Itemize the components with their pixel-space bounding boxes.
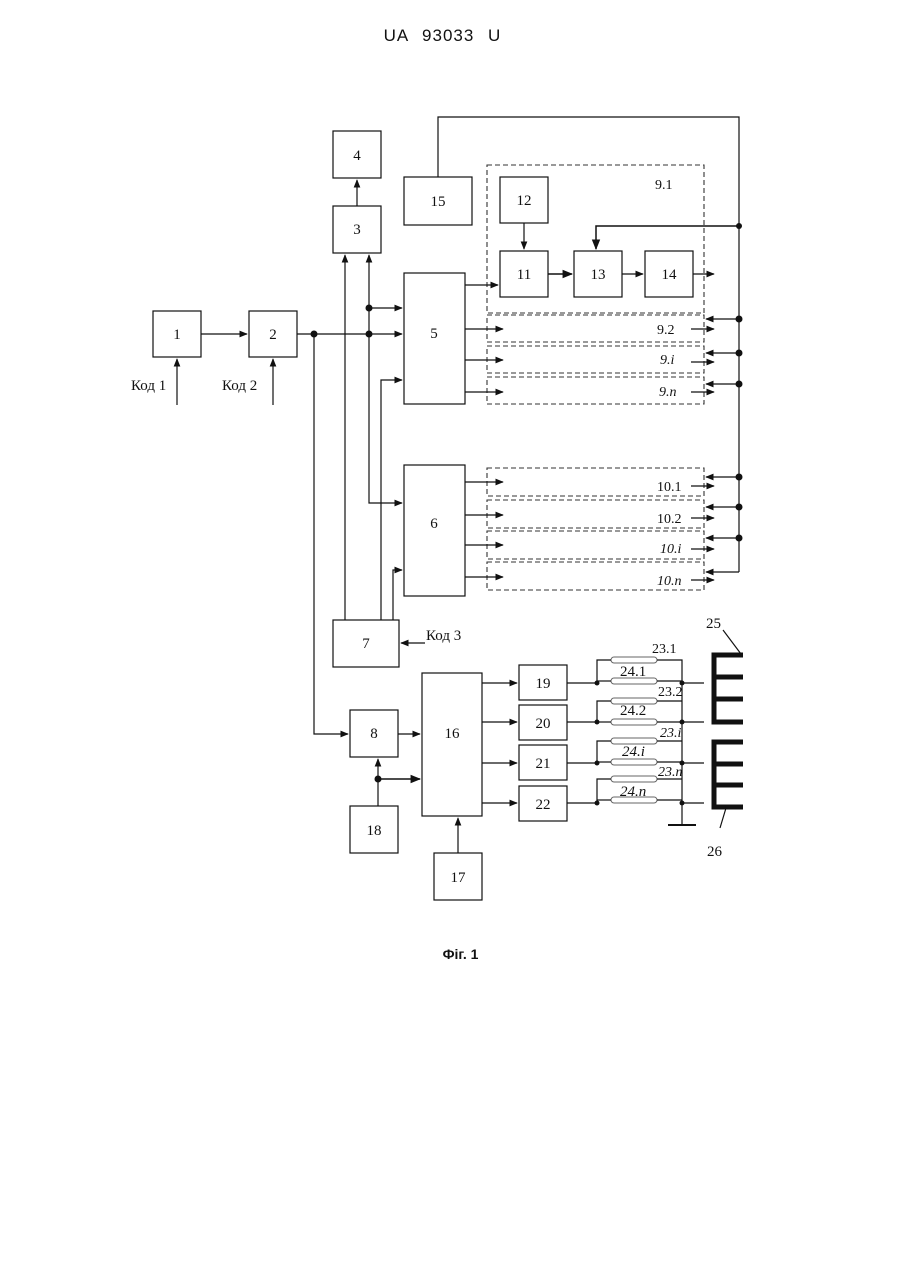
svg-text:10.i: 10.i (660, 542, 682, 557)
svg-text:6: 6 (430, 516, 438, 532)
svg-text:3: 3 (353, 222, 361, 238)
code-1-label: Код 1 (131, 378, 166, 394)
group-10-n: 10.n (487, 562, 704, 590)
svg-text:22: 22 (536, 797, 551, 813)
svg-text:24.1: 24.1 (620, 664, 646, 680)
block-5: 5 (404, 273, 465, 404)
svg-text:23.2: 23.2 (658, 685, 683, 700)
block-19: 19 (519, 665, 567, 700)
block-11: 11 (500, 251, 548, 297)
svg-text:9.1: 9.1 (655, 178, 673, 193)
block-1: 1 (153, 311, 201, 357)
svg-text:23.i: 23.i (660, 726, 682, 741)
block-3: 3 (333, 206, 381, 253)
block-14: 14 (645, 251, 693, 297)
figure-caption: Фіг. 1 (0, 946, 901, 962)
group-10-i: 10.i (487, 531, 704, 559)
coil-network: 23.1 24.1 23.2 24.2 23.i 24.i 23.n 24.n (567, 642, 704, 825)
block-2: 2 (249, 311, 297, 357)
svg-text:15: 15 (431, 194, 446, 210)
svg-text:23.1: 23.1 (652, 642, 677, 657)
group-10-1: 10.1 (487, 468, 704, 496)
svg-text:9.n: 9.n (659, 385, 677, 400)
block-13: 13 (574, 251, 622, 297)
electrode-26: 26 (707, 742, 743, 860)
group-9-n: 9.n (487, 377, 704, 404)
svg-text:7: 7 (362, 636, 370, 652)
block-8: 8 (350, 710, 398, 757)
block-21: 21 (519, 745, 567, 780)
svg-text:10.n: 10.n (657, 574, 682, 589)
svg-text:10.2: 10.2 (657, 512, 682, 527)
svg-text:19: 19 (536, 676, 551, 692)
block-22: 22 (519, 786, 567, 821)
svg-text:11: 11 (517, 267, 531, 283)
code-3-label: Код 3 (426, 628, 461, 644)
svg-text:4: 4 (353, 148, 361, 164)
svg-text:1: 1 (173, 327, 181, 343)
svg-text:9.i: 9.i (660, 353, 675, 368)
block-16: 16 (422, 673, 482, 816)
group-9-i: 9.i (487, 346, 704, 373)
svg-text:14: 14 (662, 267, 678, 283)
block-15: 15 (404, 177, 472, 225)
svg-text:8: 8 (370, 726, 378, 742)
svg-text:18: 18 (367, 823, 382, 839)
block-18: 18 (350, 806, 398, 853)
group-10-2: 10.2 (487, 500, 704, 528)
svg-text:24.2: 24.2 (620, 703, 646, 719)
svg-text:17: 17 (451, 870, 467, 886)
block-20: 20 (519, 705, 567, 740)
group-9-2: 9.2 (487, 315, 704, 342)
block-17: 17 (434, 853, 482, 900)
block-6: 6 (404, 465, 465, 596)
svg-text:16: 16 (445, 726, 461, 742)
electrode-25: 25 (706, 616, 743, 722)
svg-text:21: 21 (536, 756, 551, 772)
svg-text:2: 2 (269, 327, 277, 343)
code-2-label: Код 2 (222, 378, 257, 394)
svg-text:24.i: 24.i (622, 744, 645, 760)
block-7: 7 (333, 620, 399, 667)
block-4: 4 (333, 131, 381, 178)
svg-text:26: 26 (707, 844, 723, 860)
svg-text:5: 5 (430, 326, 438, 342)
svg-text:9.2: 9.2 (657, 323, 675, 338)
block-12: 12 (500, 177, 548, 223)
svg-text:23.n: 23.n (658, 765, 683, 780)
svg-text:13: 13 (591, 267, 606, 283)
svg-text:25: 25 (706, 616, 721, 632)
svg-text:12: 12 (517, 193, 532, 209)
svg-text:24.n: 24.n (620, 784, 646, 800)
svg-text:10.1: 10.1 (657, 480, 682, 495)
svg-text:20: 20 (536, 716, 551, 732)
